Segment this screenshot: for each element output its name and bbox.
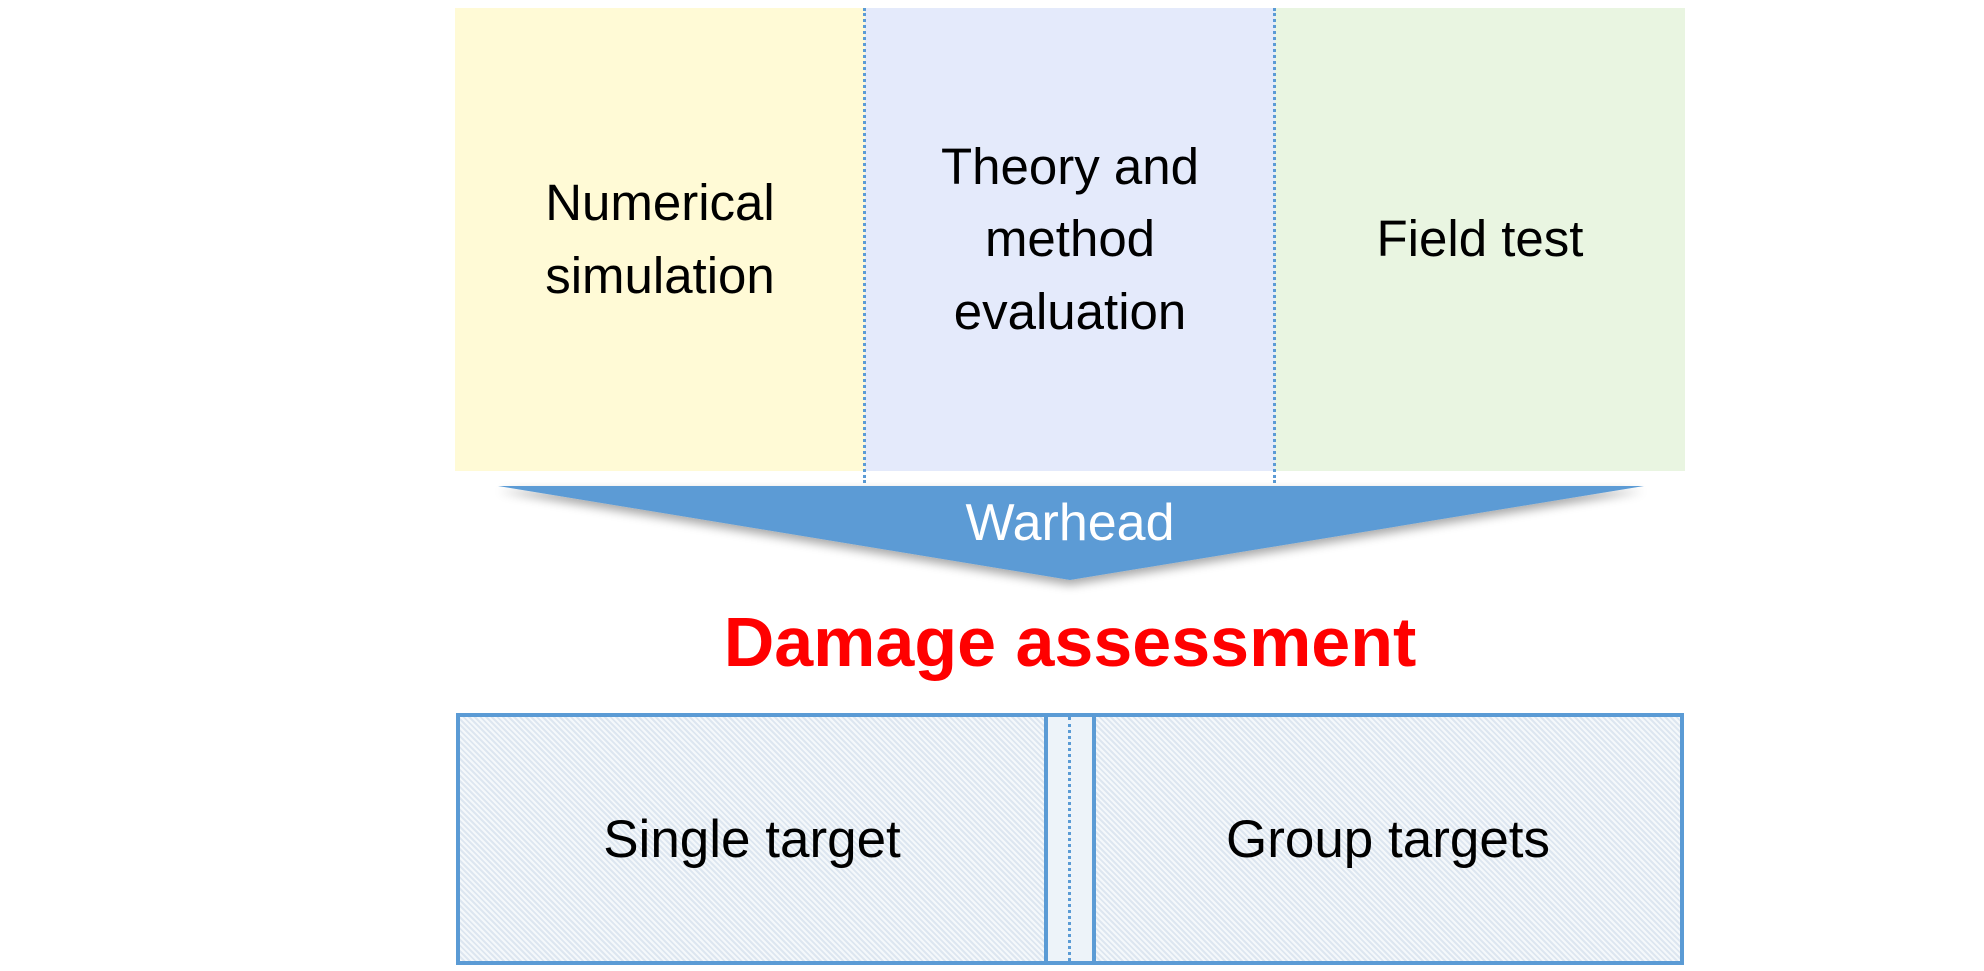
panel-divider-left	[863, 8, 866, 483]
warhead-arrow	[498, 486, 1644, 580]
numerical-simulation-text: Numerical simulation	[545, 167, 775, 312]
field-test-text: Field test	[1377, 203, 1584, 275]
group-targets-box: Group targets	[1092, 713, 1684, 965]
theory-line-2: method	[984, 210, 1156, 268]
group-targets-label: Group targets	[1225, 809, 1551, 869]
numerical-simulation-panel: Numerical simulation	[455, 8, 865, 471]
theory-method-evaluation-panel: Theory and method evaluation	[865, 8, 1275, 471]
damage-assessment-title: Damage assessment	[723, 603, 1417, 681]
field-test-panel: Field test	[1275, 8, 1685, 471]
theory-line-3: evaluation	[953, 282, 1187, 340]
numerical-simulation-line-1: Numerical	[545, 174, 775, 232]
target-divider	[1068, 717, 1071, 961]
single-target-box: Single target	[456, 713, 1048, 965]
field-test-line-1: Field test	[1376, 210, 1584, 268]
theory-method-evaluation-text: Theory and method evaluation	[941, 131, 1199, 348]
numerical-simulation-line-2: simulation	[545, 246, 775, 304]
panel-divider-right	[1273, 8, 1276, 483]
warhead-label: Warhead	[965, 494, 1175, 552]
theory-line-1: Theory and	[941, 137, 1199, 195]
single-target-label: Single target	[603, 809, 901, 869]
